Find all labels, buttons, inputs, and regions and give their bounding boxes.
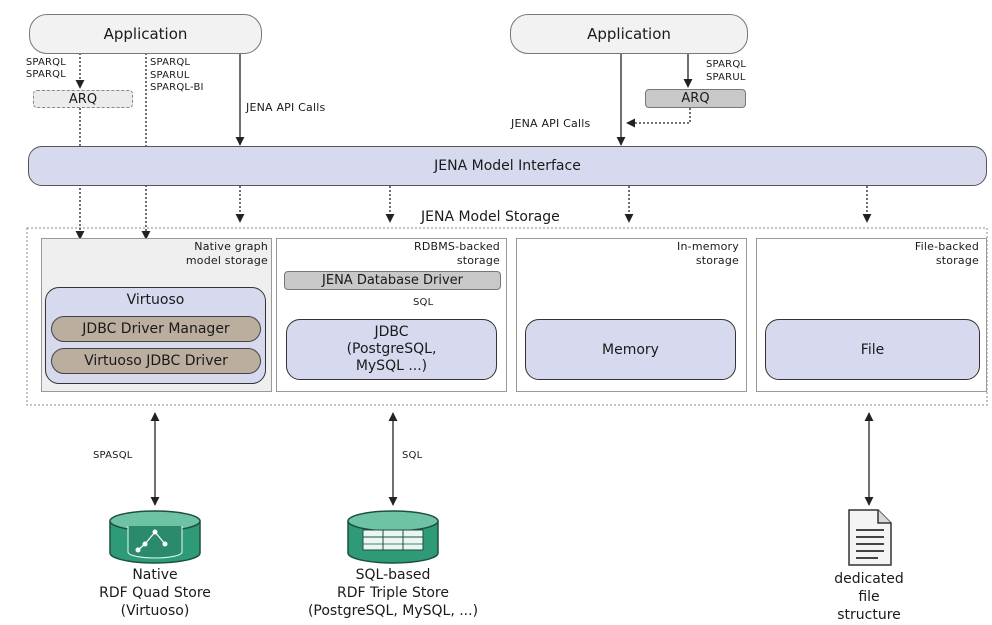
left-api-calls-label: JENA API Calls xyxy=(246,101,326,114)
jdbc-label: JDBC (PostgreSQL, MySQL ...) xyxy=(346,324,437,374)
left-protocols-label: SPARQL SPARUL SPARQL-BI xyxy=(150,57,204,93)
document-icon xyxy=(848,509,892,566)
left-application-box: Application xyxy=(29,14,262,54)
arrow-arq-to-api xyxy=(626,108,691,128)
rdbms-sql-label: SQL xyxy=(413,297,434,308)
jdbc-driver-manager-box: JDBC Driver Manager xyxy=(51,316,261,342)
left-sparql-label-2: SPARQL xyxy=(25,69,66,80)
right-application-box: Application xyxy=(510,14,748,54)
native-panel-title: Native graph model storage xyxy=(185,240,268,268)
sql-link-label: SQL xyxy=(402,450,423,461)
quad-store-caption: Native RDF Quad Store (Virtuoso) xyxy=(99,567,211,620)
triple-store-caption: SQL-based RDF Triple Store (PostgreSQL, … xyxy=(307,567,479,620)
jena-model-interface-bar: JENA Model Interface xyxy=(28,146,987,186)
database-cylinder-graph-icon xyxy=(109,510,201,564)
database-cylinder-table-icon xyxy=(347,510,439,564)
jena-database-driver-box: JENA Database Driver xyxy=(284,271,501,290)
virtuoso-label: Virtuoso xyxy=(126,292,185,308)
memory-panel-title: In-memory storage xyxy=(677,240,739,268)
file-box: File xyxy=(765,319,980,380)
virtuoso-jdbc-driver-box: Virtuoso JDBC Driver xyxy=(51,348,261,374)
rdbms-panel-title: RDBMS-backed storage xyxy=(413,240,500,268)
file-store-caption: dedicated file structure xyxy=(834,571,904,624)
left-sparql-label-1: SPARQL xyxy=(25,57,66,68)
file-panel-title: File-backed storage xyxy=(914,240,979,268)
model-storage-frame xyxy=(26,227,988,406)
right-protocols-label: SPARQL SPARUL xyxy=(706,59,747,83)
memory-box: Memory xyxy=(525,319,736,380)
jena-model-storage-label: JENA Model Storage xyxy=(418,209,563,226)
right-api-calls-label: JENA API Calls xyxy=(511,117,591,130)
spasql-link-label: SPASQL xyxy=(93,450,133,461)
jdbc-box: JDBC (PostgreSQL, MySQL ...) xyxy=(286,319,497,380)
right-arq-box: ARQ xyxy=(645,89,746,108)
left-arq-box: ARQ xyxy=(33,90,133,108)
